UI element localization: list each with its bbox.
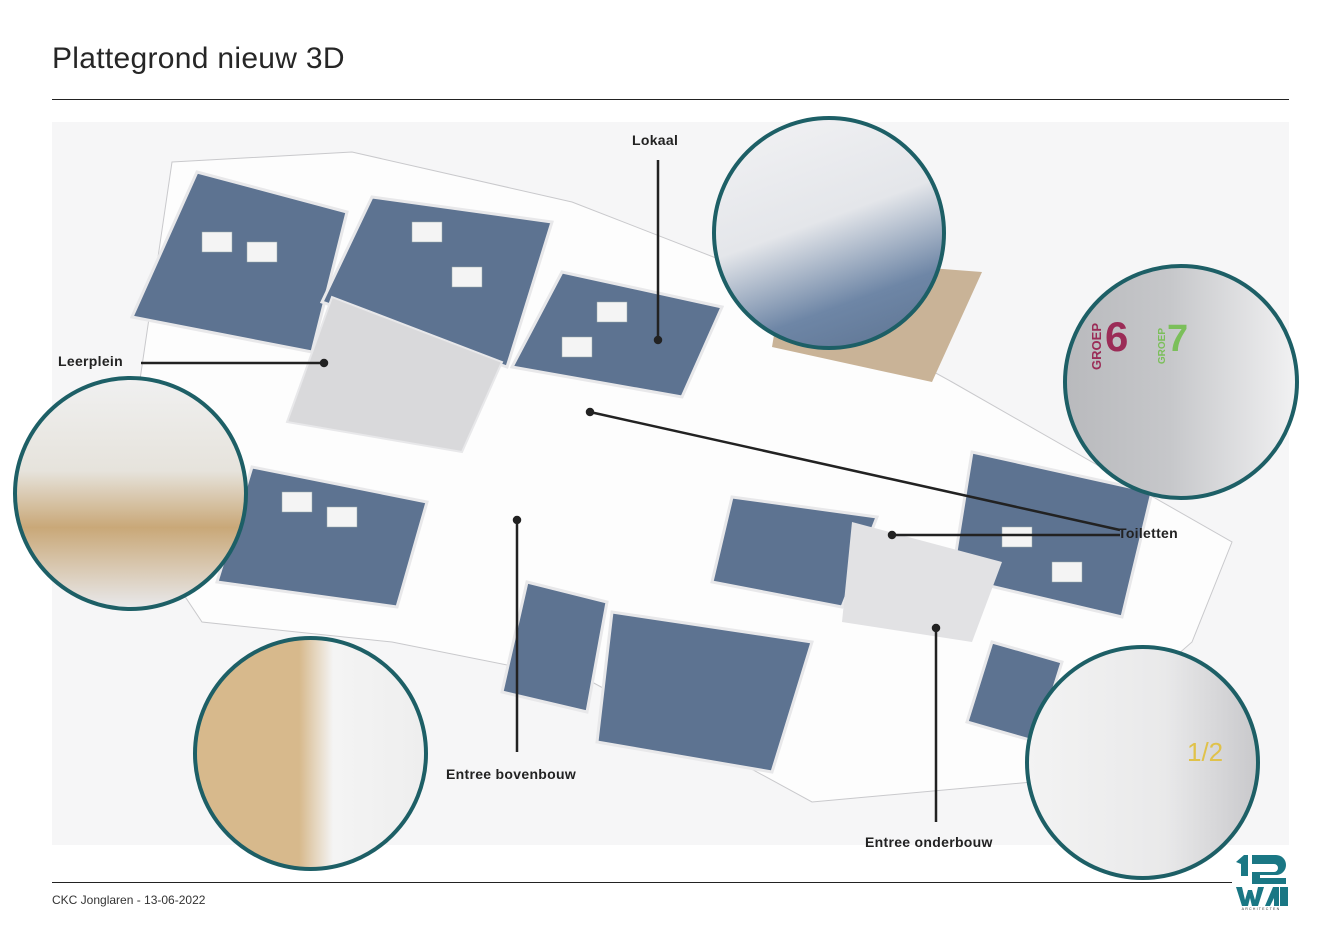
door-label-number: 7: [1167, 318, 1189, 360]
label-entree-bovenbouw: Entree bovenbouw: [446, 766, 577, 782]
label-entree-onderbouw: Entree onderbouw: [865, 834, 993, 850]
photo-entree-onderbouw: 1/2: [1025, 645, 1260, 880]
footer-divider: [52, 882, 1232, 883]
label-leerplein: Leerplein: [58, 353, 123, 369]
door-label-word: GROEP: [1089, 323, 1104, 370]
label-lokaal: Lokaal: [632, 132, 679, 148]
door-sign: 1/2: [1187, 737, 1224, 767]
photo-entree-bovenbouw: [193, 636, 428, 871]
photo-leerplein: [13, 376, 248, 611]
header-divider: [52, 99, 1289, 100]
logo-mark: ARCHITECTEN: [1236, 855, 1288, 911]
door-label-number: 6: [1105, 313, 1129, 360]
label-toiletten: Toiletten: [1118, 525, 1178, 541]
page-title: Plattegrond nieuw 3D: [52, 42, 345, 75]
photo-lokaal: [712, 116, 946, 350]
photo-toiletten: GROEP 6 GROEP 7: [1063, 264, 1299, 500]
svg-text:ARCHITECTEN: ARCHITECTEN: [1242, 907, 1281, 910]
floorplan-drawing: [121, 151, 1233, 822]
logo-12wat: ARCHITECTEN: [1234, 854, 1289, 911]
footer-text: CKC Jonglaren - 13-06-2022: [52, 893, 206, 907]
floorplan-3d-image: [52, 122, 1289, 845]
